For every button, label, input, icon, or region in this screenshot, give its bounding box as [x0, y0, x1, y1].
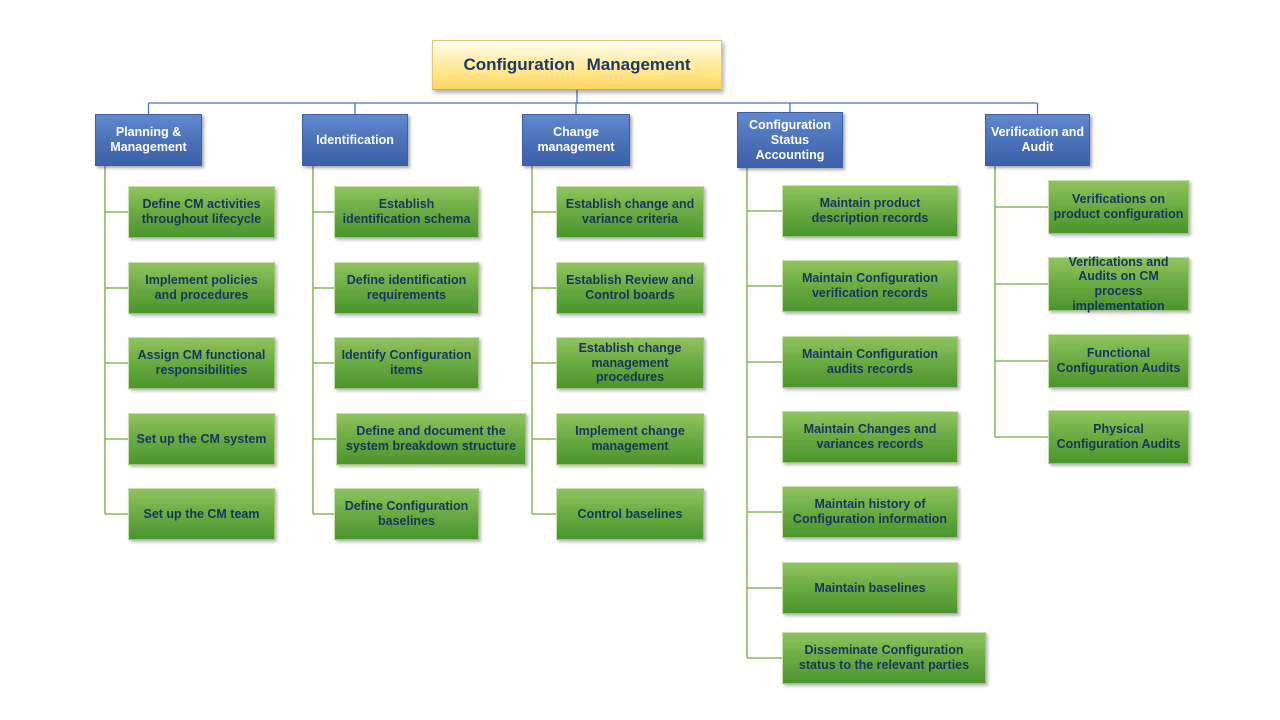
task-node-label: Establish change and variance criteria [565, 197, 695, 226]
task-node-verifications-on-product-configuration[interactable]: Verifications on product configuration [1048, 180, 1189, 234]
task-node-establish-change-management-procedures[interactable]: Establish change management procedures [556, 337, 704, 389]
task-node-maintain-baselines[interactable]: Maintain baselines [782, 562, 958, 614]
task-node-disseminate-configuration-status-to-the-[interactable]: Disseminate Configuration status to the … [782, 632, 986, 684]
task-node-functional-configuration-audits[interactable]: Functional Configuration Audits [1048, 334, 1189, 388]
task-node-set-up-the-cm-team[interactable]: Set up the CM team [128, 488, 275, 540]
task-node-maintain-configuration-verification-reco[interactable]: Maintain Configuration verification reco… [782, 260, 958, 312]
task-node-implement-policies-and-procedures[interactable]: Implement policies and procedures [128, 262, 275, 314]
task-node-label: Disseminate Configuration status to the … [798, 643, 970, 672]
task-node-label: Verifications on product configuration [1053, 192, 1184, 221]
task-node-label: Control baselines [577, 506, 683, 521]
task-node-establish-review-and-control-boards[interactable]: Establish Review and Control boards [556, 262, 704, 314]
task-node-establish-change-and-variance-criteria[interactable]: Establish change and variance criteria [556, 186, 704, 238]
task-node-establish-identification-schema[interactable]: Establish identification schema [334, 186, 479, 238]
task-node-label: Maintain baselines [814, 580, 926, 595]
task-node-identify-configuration-items[interactable]: Identify Configuration items [334, 337, 479, 389]
branch-header-configuration-status-accounting[interactable]: Configuration Status Accounting [737, 112, 843, 168]
task-node-define-configuration-baselines[interactable]: Define Configuration baselines [334, 488, 479, 540]
task-node-label: Functional Configuration Audits [1056, 346, 1181, 375]
task-node-label: Identify Configuration items [341, 348, 472, 377]
task-node-label: Establish change management procedures [578, 341, 682, 385]
branch-header-verification-and-audit[interactable]: Verification and Audit [985, 114, 1090, 166]
task-node-label: Define Configuration baselines [344, 499, 469, 528]
task-node-label: Verifications and Audits on CM process i… [1068, 254, 1169, 313]
branch-header-label: Configuration Status Accounting [749, 117, 831, 162]
task-node-implement-change-management[interactable]: Implement change management [556, 413, 704, 465]
task-node-label: Define CM activities throughout lifecycl… [141, 197, 262, 226]
task-node-label: Establish Review and Control boards [566, 273, 694, 302]
task-node-maintain-changes-and-variances-records[interactable]: Maintain Changes and variances records [782, 411, 958, 463]
task-node-assign-cm-functional-responsibilities[interactable]: Assign CM functional responsibilities [128, 337, 275, 389]
task-node-maintain-product-description-records[interactable]: Maintain product description records [782, 185, 958, 237]
task-node-label: Physical Configuration Audits [1056, 422, 1181, 451]
task-node-maintain-history-of-configuration-inform[interactable]: Maintain history of Configuration inform… [782, 486, 958, 538]
task-node-label: Establish identification schema [342, 197, 471, 226]
task-node-label: Maintain Configuration audits records [801, 347, 939, 376]
task-node-label: Set up the CM system [136, 431, 267, 446]
branch-header-identification[interactable]: Identification [302, 114, 408, 166]
branch-header-change-management[interactable]: Change management [522, 114, 630, 166]
task-node-label: Maintain Configuration verification reco… [801, 271, 939, 300]
task-node-label: Implement change management [575, 424, 685, 453]
branch-header-label: Planning & Management [110, 125, 187, 154]
task-node-control-baselines[interactable]: Control baselines [556, 488, 704, 540]
task-node-define-cm-activities-throughout-lifecycl[interactable]: Define CM activities throughout lifecycl… [128, 186, 275, 238]
branch-header-label: Change management [537, 125, 615, 154]
root-node[interactable]: Configuration Management [432, 40, 722, 90]
root-node-label: Configuration Management [463, 54, 691, 74]
task-node-define-identification-requirements[interactable]: Define identification requirements [334, 262, 479, 314]
task-node-label: Maintain history of Configuration inform… [792, 497, 948, 526]
task-node-label: Define and document the system breakdown… [345, 424, 517, 453]
task-node-label: Set up the CM team [143, 506, 260, 521]
task-node-label: Assign CM functional responsibilities [137, 348, 266, 377]
branch-header-label: Identification [316, 132, 394, 147]
task-node-label: Maintain Changes and variances records [803, 422, 937, 451]
branch-header-planning-management[interactable]: Planning & Management [95, 114, 202, 166]
task-node-set-up-the-cm-system[interactable]: Set up the CM system [128, 413, 275, 465]
task-node-verifications-and-audits-on-cm-process-i[interactable]: Verifications and Audits on CM process i… [1048, 254, 1189, 313]
task-node-label: Implement policies and procedures [145, 273, 258, 302]
task-node-define-and-document-the-system-breakdown[interactable]: Define and document the system breakdown… [336, 413, 526, 465]
task-node-label: Maintain product description records [811, 196, 929, 225]
branch-header-label: Verification and Audit [990, 125, 1085, 154]
task-node-label: Define identification requirements [346, 273, 467, 302]
task-node-physical-configuration-audits[interactable]: Physical Configuration Audits [1048, 410, 1189, 464]
task-node-maintain-configuration-audits-records[interactable]: Maintain Configuration audits records [782, 336, 958, 388]
